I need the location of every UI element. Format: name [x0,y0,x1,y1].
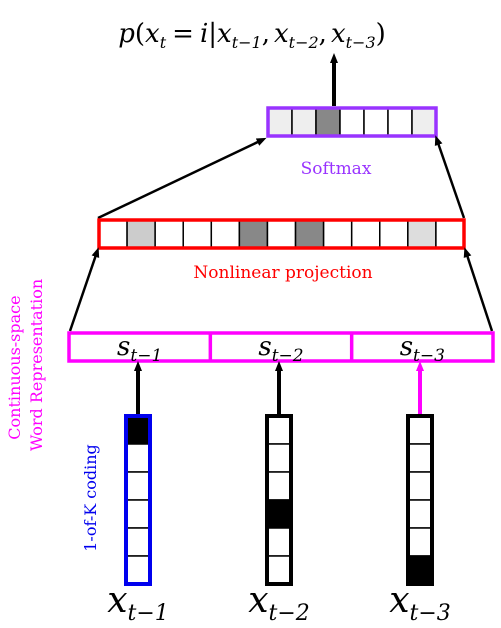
continuous-space-line2: Word Representation [27,279,46,451]
softmax-cell [363,107,389,137]
one-hot-cell [266,555,292,585]
output-probability-label: p(xt=i|xt−1,xt−2,xt−3) [118,19,386,52]
one-hot-cell-active [407,555,433,585]
one-hot-cell [125,527,151,557]
input-label: xt−2 [248,580,310,626]
softmax-cell [339,107,365,137]
softmax-cell [315,107,341,137]
one-hot-cell [125,555,151,585]
one-hot-label: 1-of-K coding [81,444,100,552]
one-hot-cell-active [266,499,292,529]
softmax-cell [291,107,317,137]
arrow-embedding-to-nonlinear-left [68,247,100,332]
prob-comma2: , [319,19,327,49]
nonlinear-cell [98,219,128,249]
one-hot-cell [125,471,151,501]
one-hot-cell [407,443,433,473]
arrow-nonlinear-to-softmax-right [434,135,466,219]
prob-eq: = [172,19,194,49]
input-subscript: t−1 [128,601,169,626]
nonlinear-cell [182,219,213,249]
one-hot-cell-active [125,415,151,445]
prob-x1: x [217,19,232,49]
embedding-subscript: t−3 [413,346,445,366]
one-hot-cell [407,499,433,529]
one-hot-cell [125,443,151,473]
prob-open: ( [135,19,145,49]
one-hot-cell [407,471,433,501]
prob-comma1: , [262,19,270,49]
prob-t3: t−3 [346,33,376,52]
nonlinear-cell [350,219,381,249]
nonlinear-cell [210,219,241,249]
nonlinear-cell [126,219,156,249]
nonlinear-cell [407,219,437,249]
one-hot-cell [266,443,292,473]
nonlinear-cell [322,219,353,249]
nonlinear-cell [294,219,325,249]
one-hot-cell [266,527,292,557]
input-symbol: x [248,580,268,621]
nonlinear-border [97,218,466,250]
input-subscript: t−3 [410,601,451,626]
softmax-cell [387,107,413,137]
prob-close: ) [376,19,386,49]
embedding-border [67,331,495,363]
prob-t1: t−1 [232,33,262,52]
softmax-cell [267,107,293,137]
prob-x2: x [274,19,289,49]
embedding-subscript: t−1 [130,346,162,366]
prob-t2: t−2 [289,33,319,52]
input-subscript: t−2 [269,601,310,626]
softmax-layer [266,106,438,138]
input-label: xt−1 [107,580,169,626]
prob-x3: x [331,19,346,49]
nonlinear-cell [238,219,269,249]
one-hot-cell [407,527,433,557]
one-hot-vector [406,414,434,586]
softmax-border [266,106,438,138]
nonlinear-cell [379,219,409,249]
nonlinear-label: Nonlinear projection [193,263,372,283]
one-hot-cell [125,499,151,529]
embedding-subscript: t−2 [272,346,304,366]
embedding-symbol: s [258,332,271,362]
prob-p: p [118,19,135,49]
prob-i: i [200,19,208,49]
arrow-nonlinear-to-softmax-left [97,137,267,220]
input-symbol: x [107,580,127,621]
input-symbol: x [389,580,409,621]
input-label: xt−3 [389,580,451,626]
one-hot-cell [266,471,292,501]
arrow-embedding-to-nonlinear-right [463,247,494,332]
nonlinear-cell [154,219,184,249]
embedding-symbol: s [117,332,130,362]
prob-t: t [160,33,167,52]
one-hot-vector [124,414,152,586]
prob-bar: | [208,19,217,49]
one-hot-vector [265,414,293,586]
softmax-label: Softmax [301,159,372,179]
softmax-cell [411,107,437,137]
continuous-space-line1: Continuous-space [5,295,24,439]
one-hot-border [406,414,434,586]
nonlinear-cell [266,219,297,249]
one-hot-border [124,414,152,586]
one-hot-cell [266,415,292,445]
one-hot-cell [407,415,433,445]
prob-x: x [145,19,160,49]
nonlinear-cell [435,219,465,249]
nonlinear-projection-layer [97,218,466,250]
one-hot-border [265,414,293,586]
continuous-space-label: Continuous-space Word Representation [5,279,46,451]
embedding-symbol: s [400,332,413,362]
